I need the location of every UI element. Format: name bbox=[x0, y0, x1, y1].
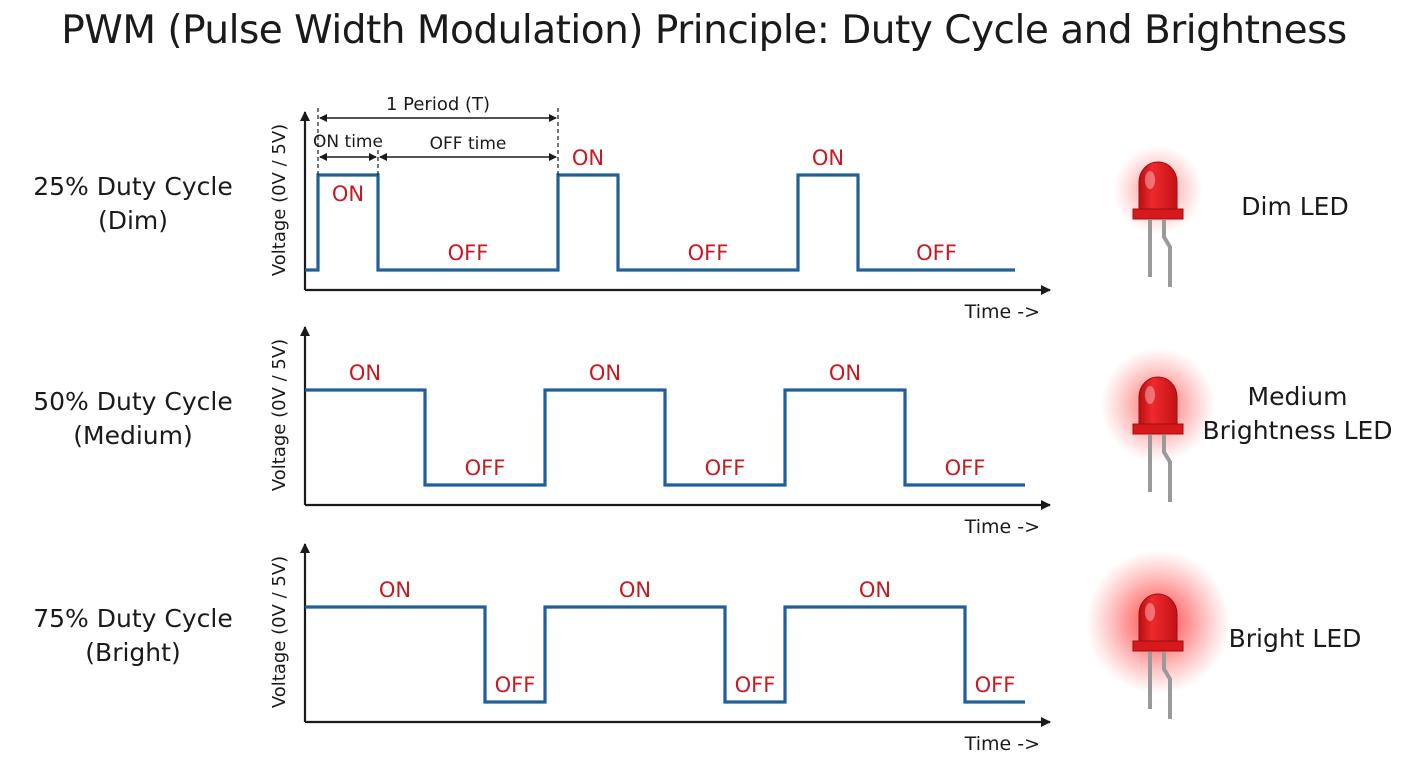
led-brightness-label: Dim LED bbox=[1205, 190, 1385, 224]
led-base bbox=[1132, 208, 1184, 220]
x-axis-label: Time -> bbox=[964, 301, 1040, 323]
off-label: OFF bbox=[448, 241, 489, 265]
period-label: 1 Period (T) bbox=[386, 94, 490, 115]
led-highlight bbox=[1145, 171, 1155, 189]
brightness-level: (Medium) bbox=[73, 421, 193, 450]
y-axis-label: Voltage (0V / 5V) bbox=[269, 339, 290, 491]
off-label: OFF bbox=[975, 673, 1016, 697]
on-label: ON bbox=[349, 361, 381, 385]
duty-cycle-title: 25% Duty Cycle bbox=[33, 172, 233, 201]
led-dome bbox=[1138, 376, 1178, 426]
duty-cycle-label: 75% Duty Cycle (Bright) bbox=[8, 602, 258, 670]
led-label-line1: Dim LED bbox=[1241, 192, 1349, 221]
on-label: ON bbox=[619, 578, 651, 602]
duty-cycle-label: 25% Duty Cycle (Dim) bbox=[8, 170, 258, 238]
x-axis-label: Time -> bbox=[964, 516, 1040, 538]
on-label: ON bbox=[572, 146, 604, 170]
on-label: ON bbox=[379, 578, 411, 602]
led-icon bbox=[1086, 550, 1230, 719]
x-axis-label: Time -> bbox=[964, 733, 1040, 755]
brightness-level: (Dim) bbox=[97, 206, 169, 235]
led-lead-right bbox=[1162, 652, 1172, 719]
pwm-row-2: Voltage (0V / 5V) Time -> ON ON ON OFF OFF OFF bbox=[269, 326, 1216, 538]
off-label: OFF bbox=[465, 456, 506, 480]
led-label-line1: Bright LED bbox=[1228, 624, 1362, 653]
led-dome bbox=[1138, 593, 1178, 643]
led-brightness-label: Bright LED bbox=[1205, 622, 1385, 656]
on-label: ON bbox=[332, 182, 364, 206]
page-title: PWM (Pulse Width Modulation) Principle: … bbox=[61, 8, 1347, 53]
led-label-line1: Medium bbox=[1247, 382, 1348, 411]
off-time-label: OFF time bbox=[430, 134, 507, 154]
on-label: ON bbox=[859, 578, 891, 602]
off-label: OFF bbox=[495, 673, 536, 697]
led-highlight bbox=[1145, 386, 1155, 404]
led-dome bbox=[1138, 161, 1178, 211]
on-label: ON bbox=[829, 361, 861, 385]
led-lead-right bbox=[1162, 220, 1172, 287]
led-base bbox=[1132, 423, 1184, 435]
y-axis-label: Voltage (0V / 5V) bbox=[269, 556, 290, 708]
led-highlight bbox=[1145, 603, 1155, 621]
brightness-level: (Bright) bbox=[85, 638, 181, 667]
led-label-line2: Brightness LED bbox=[1202, 416, 1393, 445]
pwm-row-1: Voltage (0V / 5V) Time -> ON ON ON OFF OFF OFF 1… bbox=[269, 94, 1203, 323]
y-axis-label: Voltage (0V / 5V) bbox=[269, 124, 290, 276]
led-icon bbox=[1100, 347, 1216, 502]
on-time-label: ON time bbox=[313, 132, 383, 152]
off-label: OFF bbox=[945, 456, 986, 480]
pwm-signal bbox=[305, 388, 1025, 487]
duty-cycle-title: 75% Duty Cycle bbox=[33, 604, 233, 633]
pwm-signal bbox=[305, 605, 1025, 704]
on-label: ON bbox=[589, 361, 621, 385]
pwm-row-3: Voltage (0V / 5V) Time -> ON ON ON OFF OFF OFF bbox=[269, 543, 1230, 755]
led-icon bbox=[1113, 145, 1203, 287]
off-label: OFF bbox=[916, 241, 957, 265]
duty-cycle-label: 50% Duty Cycle (Medium) bbox=[8, 385, 258, 453]
led-lead-right bbox=[1162, 435, 1172, 502]
pwm-signal bbox=[305, 173, 1015, 272]
led-base bbox=[1132, 640, 1184, 652]
off-label: OFF bbox=[735, 673, 776, 697]
duty-cycle-title: 50% Duty Cycle bbox=[33, 387, 233, 416]
on-label: ON bbox=[812, 146, 844, 170]
off-label: OFF bbox=[688, 241, 729, 265]
off-label: OFF bbox=[705, 456, 746, 480]
